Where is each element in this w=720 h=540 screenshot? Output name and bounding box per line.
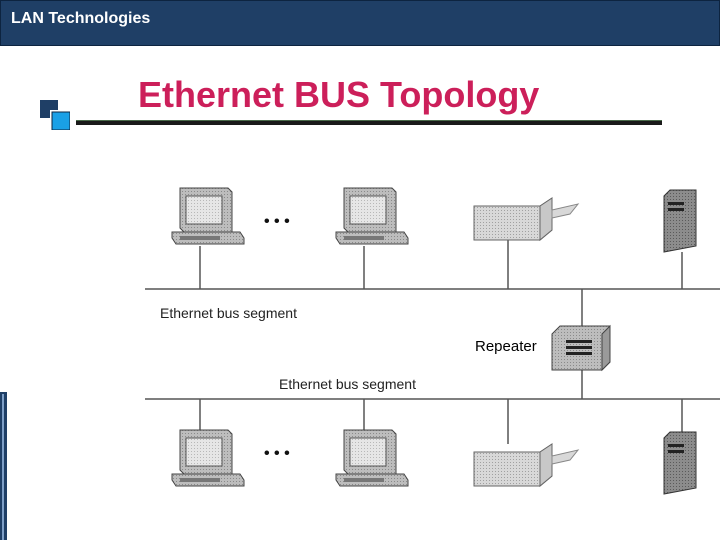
header-bar: LAN Technologies: [0, 0, 720, 46]
workstation-icon: [335, 187, 409, 245]
slide-title: Ethernet BUS Topology: [138, 74, 540, 115]
server-icon: [663, 431, 697, 495]
bullet-squares-icon: [40, 100, 71, 131]
segment-label-bottom: Ethernet bus segment: [279, 376, 416, 392]
repeater-label: Repeater: [475, 338, 537, 355]
segment-label-top: Ethernet bus segment: [160, 305, 297, 321]
workstation-icon: [171, 187, 245, 245]
workstation-icon: [171, 429, 245, 487]
ellipsis-bottom: • • •: [264, 445, 290, 462]
printer-icon: [473, 197, 580, 242]
header-title: LAN Technologies: [11, 10, 151, 27]
server-icon: [663, 189, 697, 253]
printer-icon: [473, 443, 580, 488]
left-edge-accent: [2, 394, 4, 540]
ellipsis-top: • • •: [264, 213, 290, 230]
repeater-icon: [551, 324, 611, 372]
workstation-icon: [335, 429, 409, 487]
title-underline: [76, 120, 662, 125]
